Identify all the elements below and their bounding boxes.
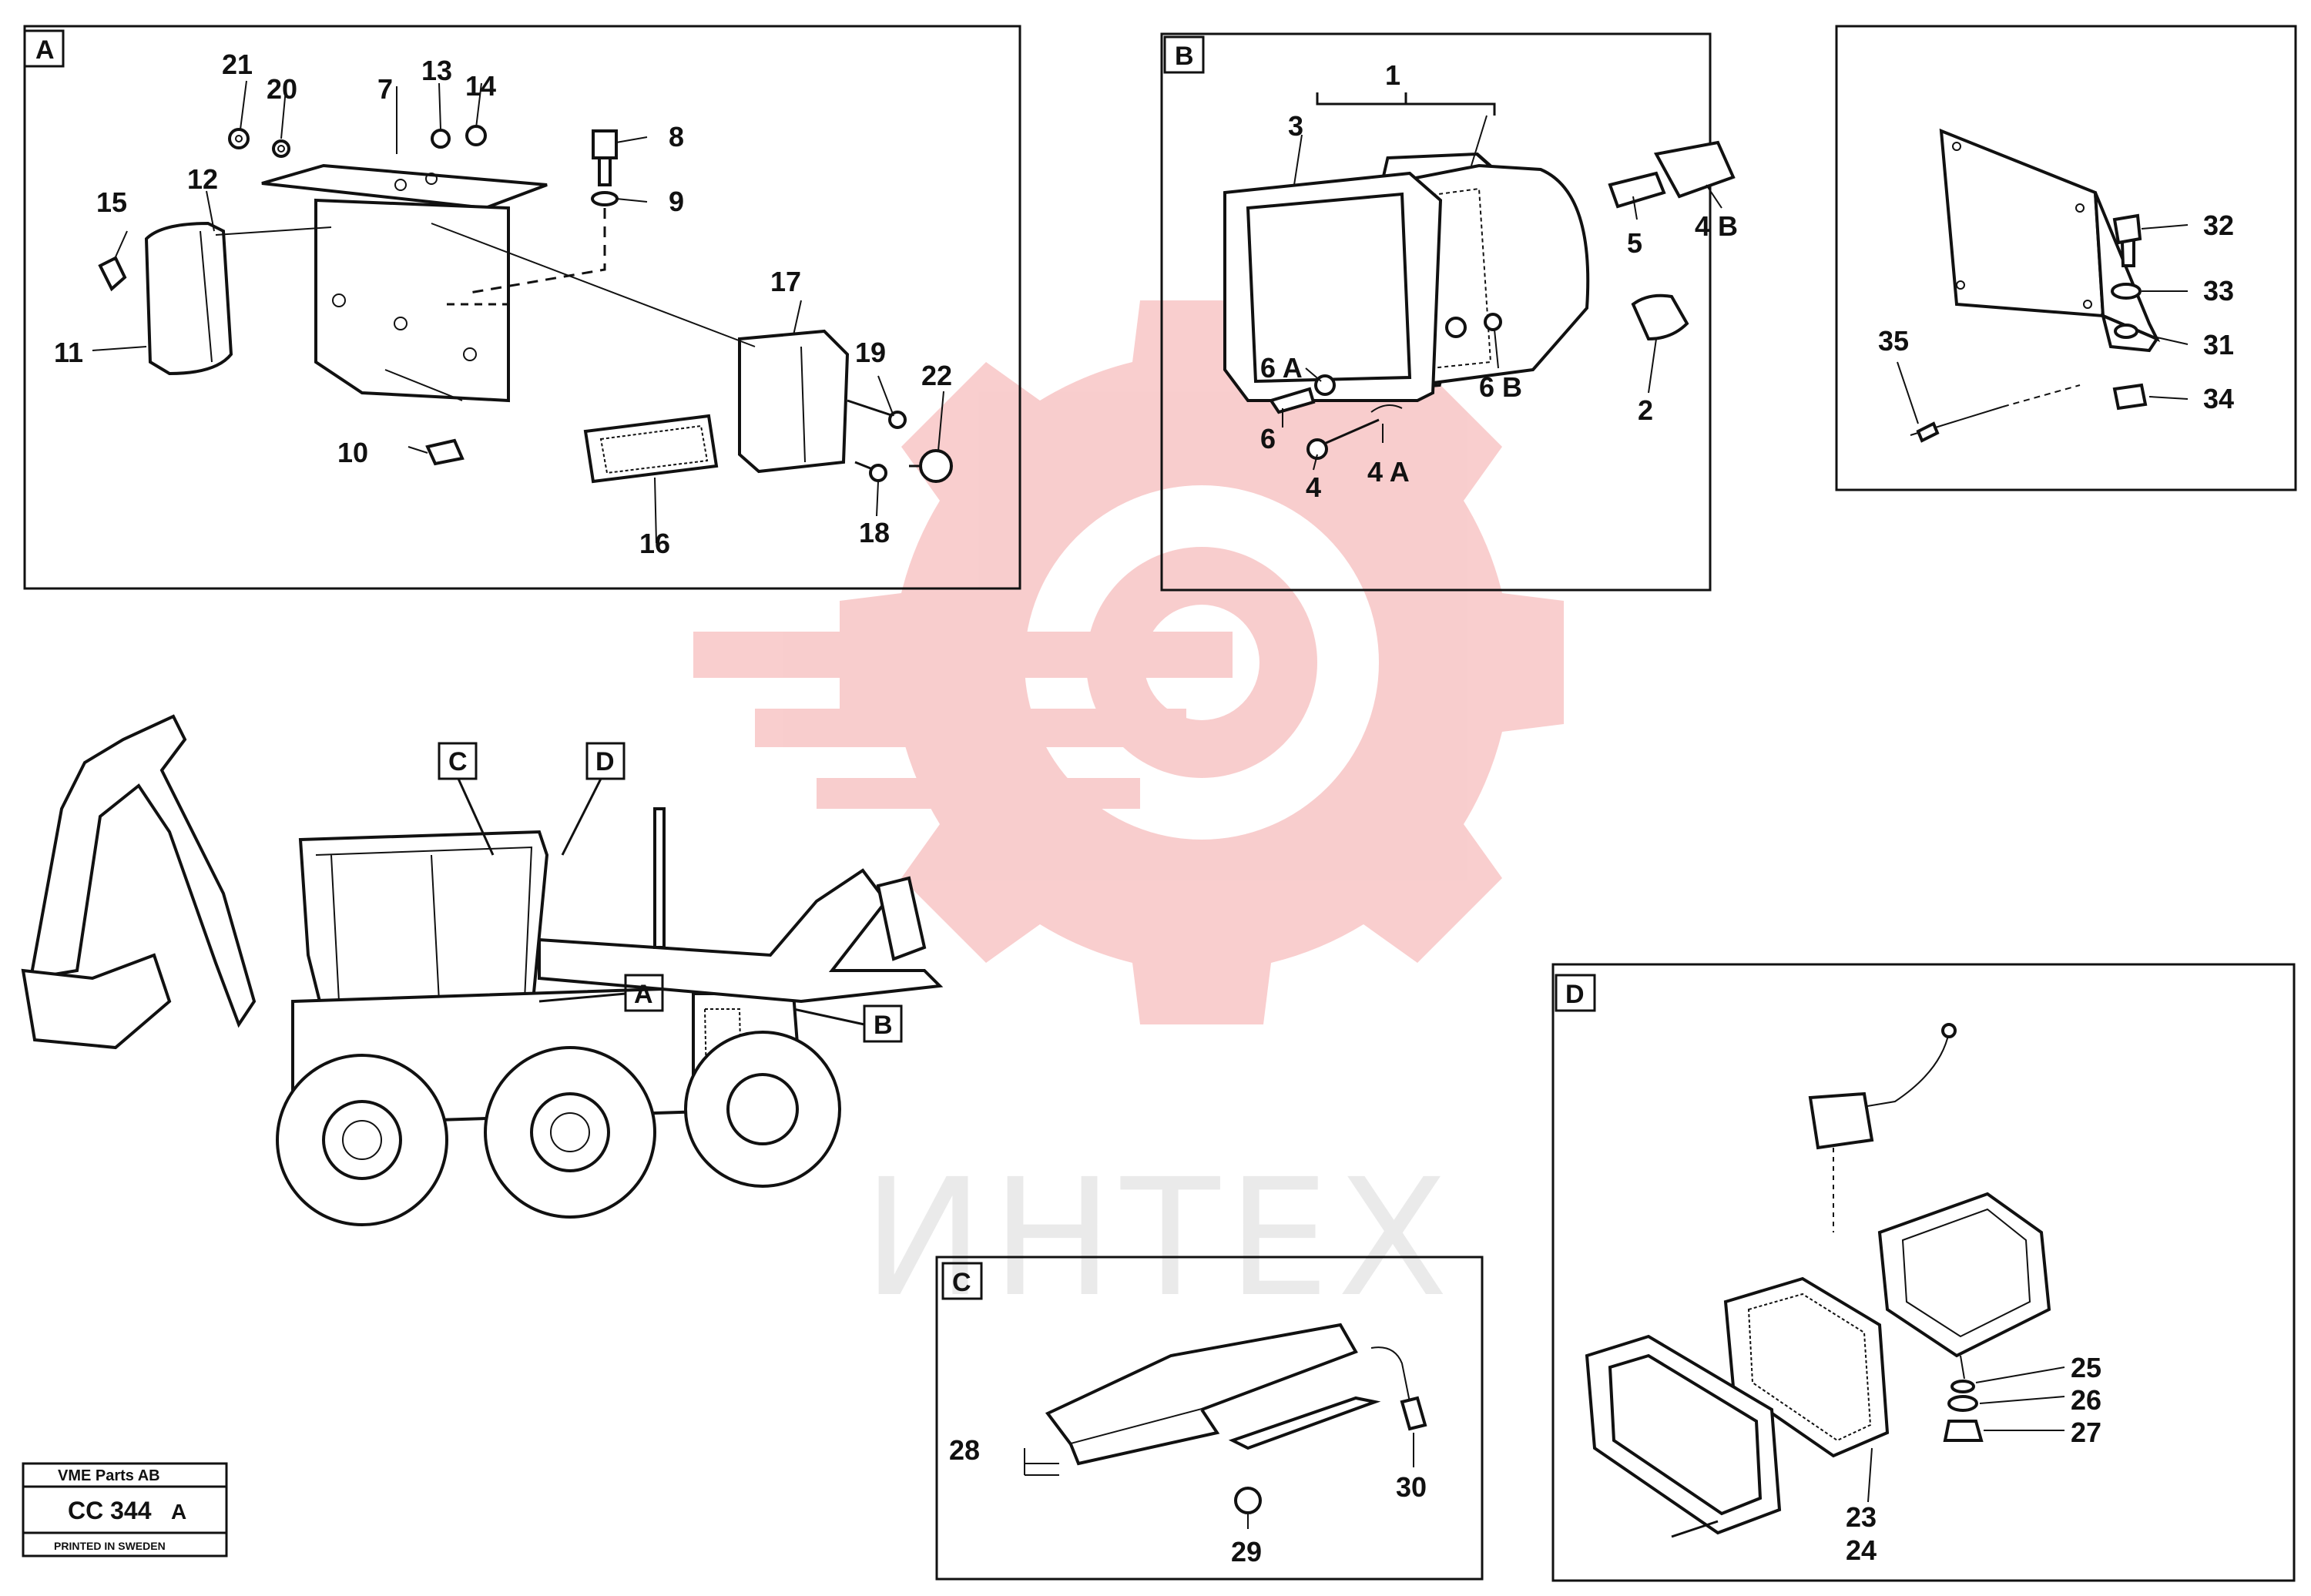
bracket-plate <box>261 163 548 403</box>
part-label-9: 9 <box>669 186 684 217</box>
part-label-22: 22 <box>921 360 952 391</box>
headlamp <box>1223 152 1590 402</box>
part-label-33: 33 <box>2203 275 2234 307</box>
part-label-18: 18 <box>859 517 890 548</box>
part-label-20: 20 <box>267 73 297 105</box>
part-label-23: 23 <box>1846 1501 1877 1533</box>
part-label-35: 35 <box>1878 325 1909 357</box>
part-label-14: 14 <box>465 70 496 102</box>
watermark-text: ИНТЕХ <box>863 1144 1456 1333</box>
side-lamp <box>144 221 233 376</box>
part-label-21: 21 <box>222 49 253 80</box>
part-label-28: 28 <box>949 1434 980 1466</box>
rear-lamp <box>738 329 850 474</box>
panel-a-part-labels: 21 20 7 13 14 8 9 15 12 11 10 17 19 22 1… <box>54 49 952 559</box>
part-label-13: 13 <box>421 55 452 86</box>
part-label-7: 7 <box>377 73 393 105</box>
machine-callout-a: A <box>634 980 653 1009</box>
panel-b-label: B <box>1175 42 1194 71</box>
part-label-32: 32 <box>2203 210 2234 241</box>
part-label-10: 10 <box>337 437 368 468</box>
part-label-8: 8 <box>669 121 684 153</box>
panel-d-part-labels: 25 26 27 23 24 <box>1846 1352 2101 1566</box>
part-label-3: 3 <box>1288 110 1303 142</box>
machine-callout-d: D <box>595 747 615 776</box>
panel-b: B 1 3 5 4 B 2 6 A 6 B 6 4 <box>1160 32 1738 592</box>
machine-callout-b: B <box>874 1011 893 1040</box>
interior-lamp <box>1045 1323 1381 1466</box>
part-label-31: 31 <box>2203 329 2234 360</box>
part-label-25: 25 <box>2071 1352 2101 1383</box>
part-label-27: 27 <box>2071 1417 2101 1448</box>
work-lamp <box>1585 1192 2051 1535</box>
part-label-15: 15 <box>96 186 127 218</box>
title-block-company: VME Parts AB <box>58 1467 160 1484</box>
part-label-6b: 6 B <box>1479 371 1522 403</box>
part-label-30: 30 <box>1396 1471 1427 1503</box>
panel-c: C 28 30 29 <box>935 1256 1484 1581</box>
part-label-4a: 4 A <box>1367 456 1410 488</box>
part-label-5: 5 <box>1627 227 1642 259</box>
machine-callout-c: C <box>448 747 468 776</box>
part-label-4b: 4 B <box>1695 210 1738 242</box>
part-label-34: 34 <box>2203 383 2234 414</box>
title-block: VME Parts AB CC 344 A PRINTED IN SWEDEN <box>22 1462 228 1557</box>
title-block-revision: A <box>171 1500 186 1524</box>
part-label-17: 17 <box>770 266 801 297</box>
part-label-19: 19 <box>855 337 886 368</box>
panel-c-part-labels: 28 30 29 <box>949 1434 1427 1568</box>
panel-e-part-labels: 32 33 31 34 35 <box>1878 210 2234 414</box>
part-label-16: 16 <box>639 528 670 559</box>
part-label-24: 24 <box>1846 1534 1877 1566</box>
part-label-26: 26 <box>2071 1384 2101 1416</box>
reflector <box>583 414 719 484</box>
panel-d-label: D <box>1565 980 1585 1009</box>
panel-a-label: A <box>35 35 55 65</box>
panel-a: A <box>23 25 1021 590</box>
part-label-12: 12 <box>187 163 218 195</box>
part-label-1: 1 <box>1385 59 1400 91</box>
part-label-6a: 6 A <box>1260 352 1303 384</box>
machine-overview: C D A B <box>21 714 944 1226</box>
part-label-4: 4 <box>1306 471 1321 503</box>
part-label-6: 6 <box>1260 423 1276 454</box>
part-label-2: 2 <box>1638 394 1653 426</box>
title-block-printed: PRINTED IN SWEDEN <box>54 1540 166 1552</box>
part-label-11: 11 <box>54 337 83 368</box>
panel-d: D 25 26 27 23 24 <box>1551 963 2296 1582</box>
part-label-29: 29 <box>1231 1536 1262 1568</box>
wheels <box>276 1031 841 1226</box>
panel-e: 32 33 31 34 35 <box>1835 25 2297 491</box>
panel-b-part-labels: 1 3 5 4 B 2 6 A 6 B 6 4 4 A <box>1260 59 1738 503</box>
panel-c-label: C <box>952 1268 971 1297</box>
title-block-code: CC 344 <box>68 1497 152 1524</box>
